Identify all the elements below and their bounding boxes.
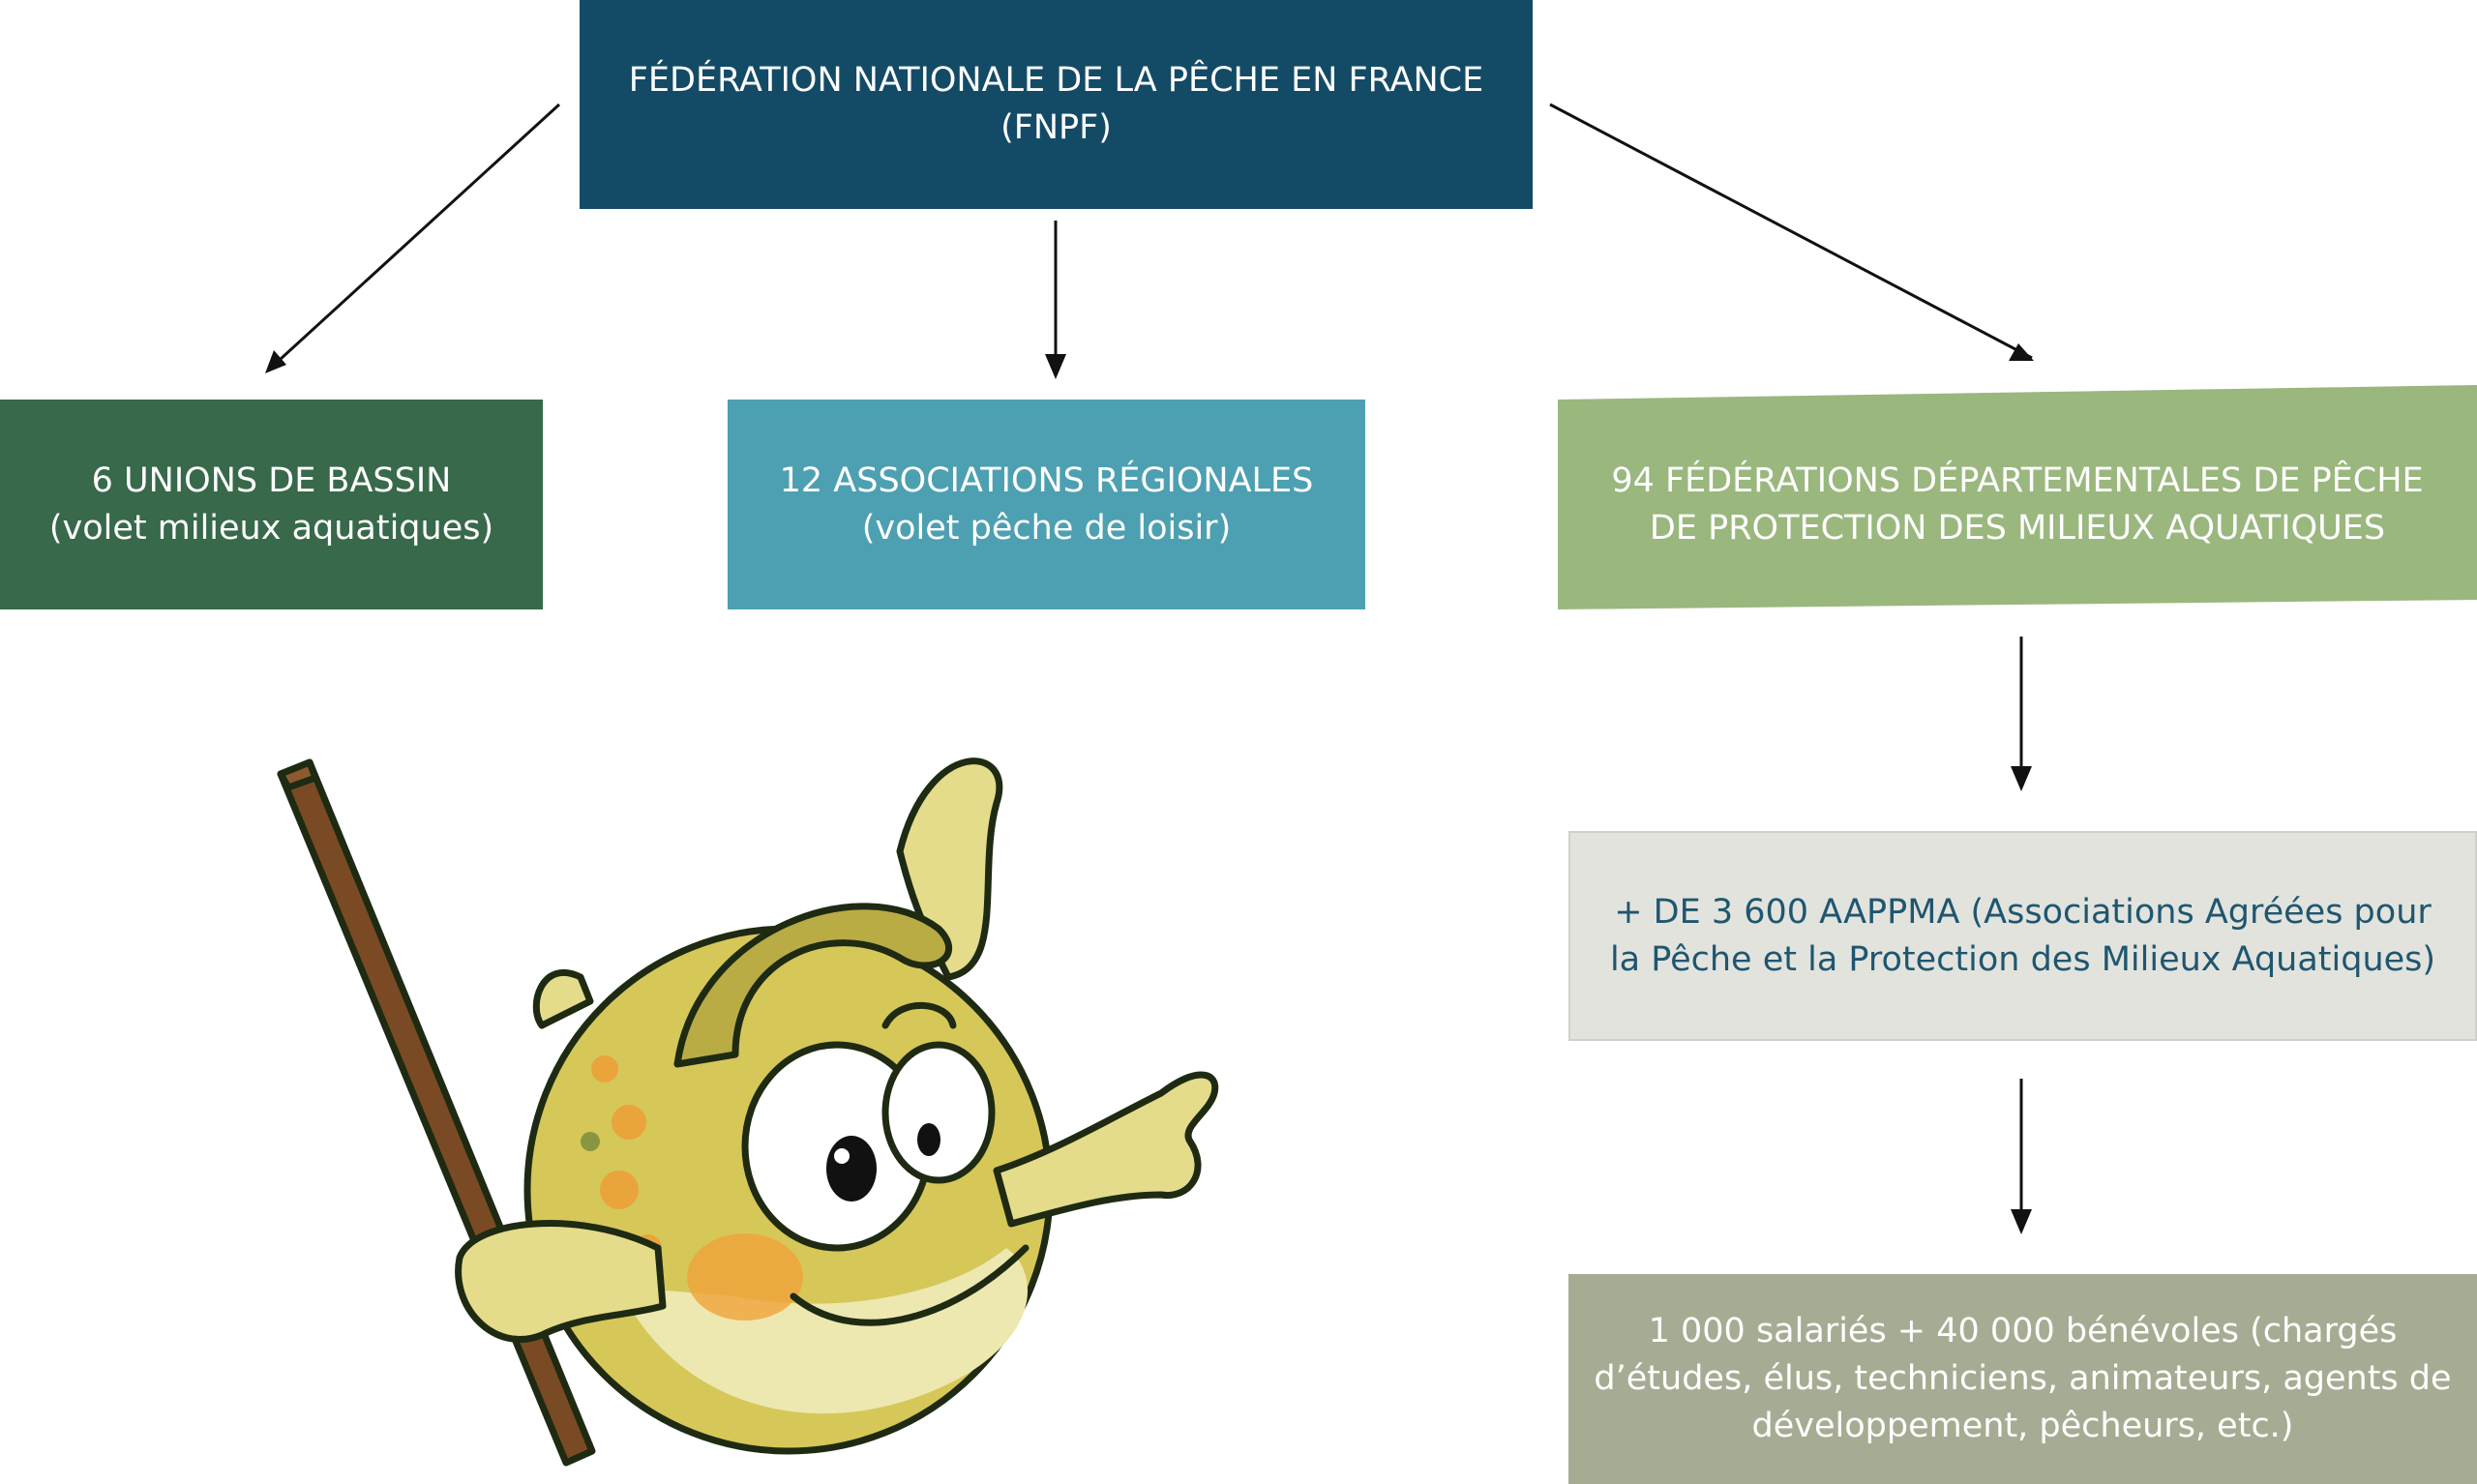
arrowhead-unions	[265, 350, 286, 373]
fish-right-eye	[881, 1041, 996, 1184]
arrow-fnpf-to-departementales	[1549, 103, 2033, 360]
salaries-line2: d’études, élus, techniciens, animateurs,…	[1594, 1359, 2452, 1398]
fnpf-title: FÉDÉRATION NATIONALE DE LA PÊCHE EN FRAN…	[628, 61, 1484, 100]
arrowhead-regionales	[1045, 354, 1066, 379]
associations-regionales-box: 12 ASSOCIATIONS RÉGIONALES (volet pêche …	[728, 400, 1365, 609]
fnpf-box: FÉDÉRATION NATIONALE DE LA PÊCHE EN FRAN…	[580, 0, 1533, 209]
arrowhead-departementales	[2009, 343, 2034, 361]
arrowhead-salaries	[2011, 1209, 2032, 1234]
salaries-benevoles-box: 1 000 salariés + 40 000 bénévoles (charg…	[1568, 1274, 2477, 1484]
fish-mascot-pointing-icon	[277, 757, 1219, 1467]
aappma-box: + DE 3 600 AAPPMA (Associations Agréées …	[1568, 831, 2477, 1041]
unions-bassin-box: 6 UNIONS DE BASSIN (volet milieux aquati…	[0, 400, 543, 609]
aappma-line1: + DE 3 600 AAPPMA (Associations Agréées …	[1614, 892, 2432, 932]
federations-departementales-box: 94 FÉDÉRATIONS DÉPARTEMENTALES DE PÊCHE …	[1558, 400, 2477, 609]
salaries-line1: 1 000 salariés + 40 000 bénévoles (charg…	[1648, 1312, 2398, 1350]
arrow-fnpf-to-unions	[267, 103, 561, 371]
federations-departementales-line2: DE PROTECTION DES MILIEUX AQUATIQUES	[1649, 508, 2386, 548]
associations-regionales-subtitle: (volet pêche de loisir)	[861, 508, 1232, 548]
arrowhead-aappma	[2011, 766, 2032, 791]
fnpf-acronym: (FNPF)	[1000, 108, 1112, 147]
federations-departementales-shape	[1558, 385, 2477, 609]
federations-departementales-line1: 94 FÉDÉRATIONS DÉPARTEMENTALES DE PÊCHE	[1611, 460, 2424, 500]
aappma-line2: la Pêche et la Protection des Milieux Aq…	[1609, 939, 2436, 979]
unions-bassin-title: 6 UNIONS DE BASSIN	[91, 460, 452, 500]
salaries-line3: développement, pêcheurs, etc.)	[1751, 1407, 2294, 1445]
unions-bassin-subtitle: (volet milieux aquatiques)	[48, 508, 494, 548]
associations-regionales-title: 12 ASSOCIATIONS RÉGIONALES	[779, 460, 1314, 500]
